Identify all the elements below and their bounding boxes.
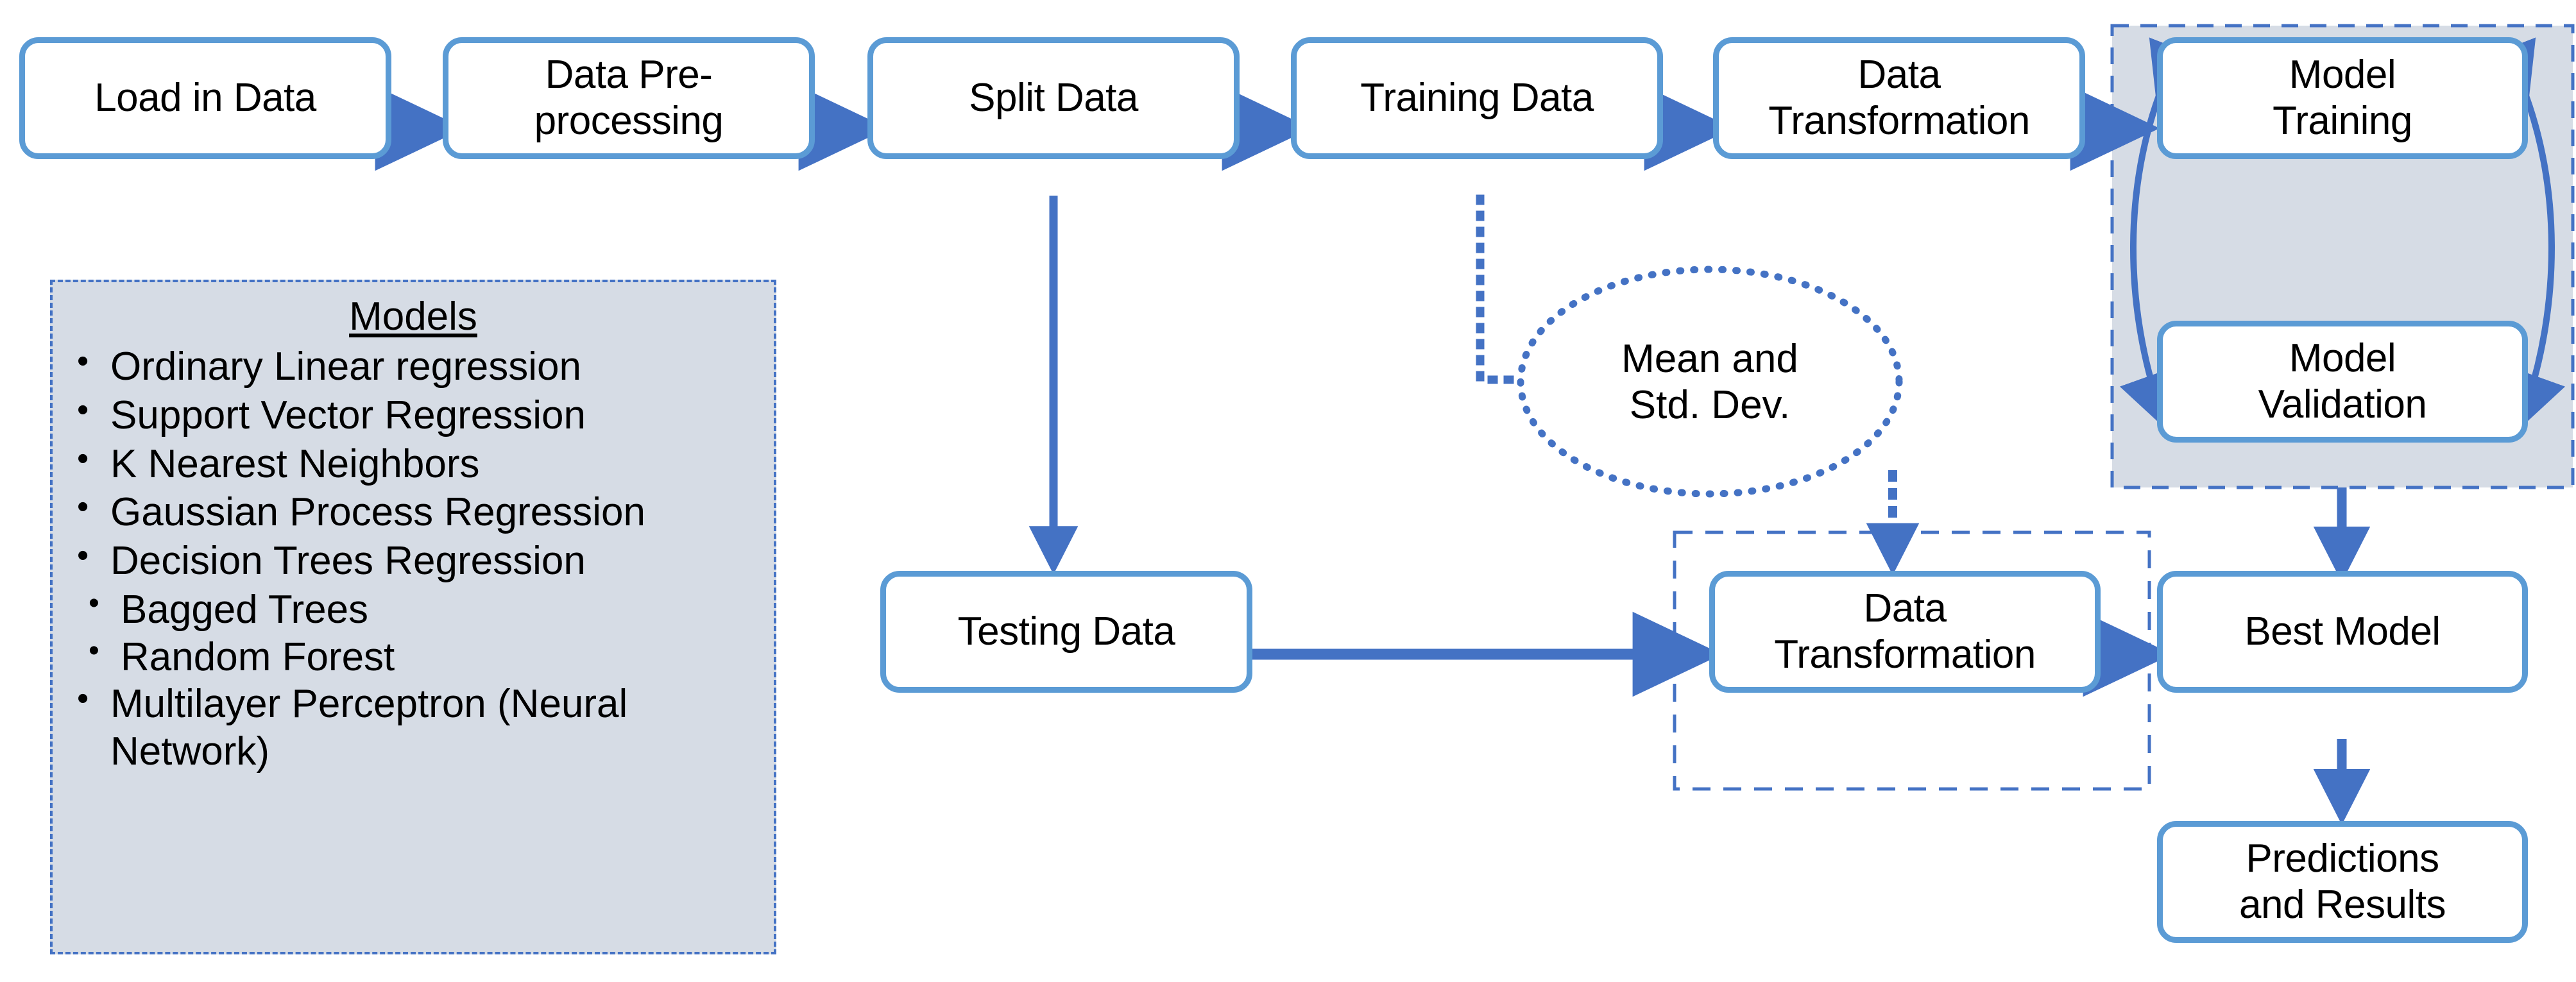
node-label: Data Transformation xyxy=(1774,586,2036,677)
node-split-data[interactable]: Split Data xyxy=(867,37,1240,159)
node-best-model[interactable]: Best Model xyxy=(2157,571,2528,693)
mean-std-dev-label: Mean and Std. Dev. xyxy=(1621,336,1798,427)
node-model-validation[interactable]: Model Validation xyxy=(2157,321,2528,443)
list-item: Support Vector Regression xyxy=(64,391,770,439)
node-label: Model Training xyxy=(2273,53,2412,143)
node-label: Best Model xyxy=(2244,609,2441,654)
list-item: Decision Trees Regression xyxy=(64,536,770,585)
list-item: Random Forest xyxy=(64,632,770,681)
list-item: Gaussian Process Regression xyxy=(64,487,770,536)
node-testing-data[interactable]: Testing Data xyxy=(880,571,1252,693)
node-predictions-and-results[interactable]: Predictions and Results xyxy=(2157,821,2528,943)
models-list: Ordinary Linear regression Support Vecto… xyxy=(53,342,774,775)
dotted-training-to-mean xyxy=(1476,194,1525,384)
node-label: Model Validation xyxy=(2258,336,2427,427)
node-data-transformation-test[interactable]: Data Transformation xyxy=(1709,571,2101,693)
list-item: Bagged Trees xyxy=(64,585,770,634)
node-data-preprocessing[interactable]: Data Pre- processing xyxy=(443,37,815,159)
list-item: K Nearest Neighbors xyxy=(64,439,770,488)
node-label: Predictions and Results xyxy=(2239,836,2446,927)
node-label: Data Transformation xyxy=(1768,53,2030,143)
node-training-data[interactable]: Training Data xyxy=(1291,37,1663,159)
models-panel-title: Models xyxy=(349,294,477,339)
node-label: Training Data xyxy=(1360,76,1594,121)
mean-std-dev-ellipse xyxy=(1517,266,1903,498)
list-item: Multilayer Perceptron (Neural Network) xyxy=(64,679,770,775)
arrow-training-validation-left xyxy=(2119,37,2206,431)
node-label: Data Pre- processing xyxy=(534,53,724,143)
node-label: Split Data xyxy=(969,76,1138,121)
node-model-training[interactable]: Model Training xyxy=(2157,37,2528,159)
node-label: Load in Data xyxy=(94,76,316,121)
arrow-training-validation-right xyxy=(2479,37,2566,431)
models-panel: Models Ordinary Linear regression Suppor… xyxy=(50,280,776,954)
node-load-in-data[interactable]: Load in Data xyxy=(19,37,391,159)
node-label: Testing Data xyxy=(957,609,1175,654)
node-data-transformation-train[interactable]: Data Transformation xyxy=(1713,37,2085,159)
list-item: Ordinary Linear regression xyxy=(64,342,770,391)
models-sublist: Bagged Trees Random Forest xyxy=(64,585,770,681)
